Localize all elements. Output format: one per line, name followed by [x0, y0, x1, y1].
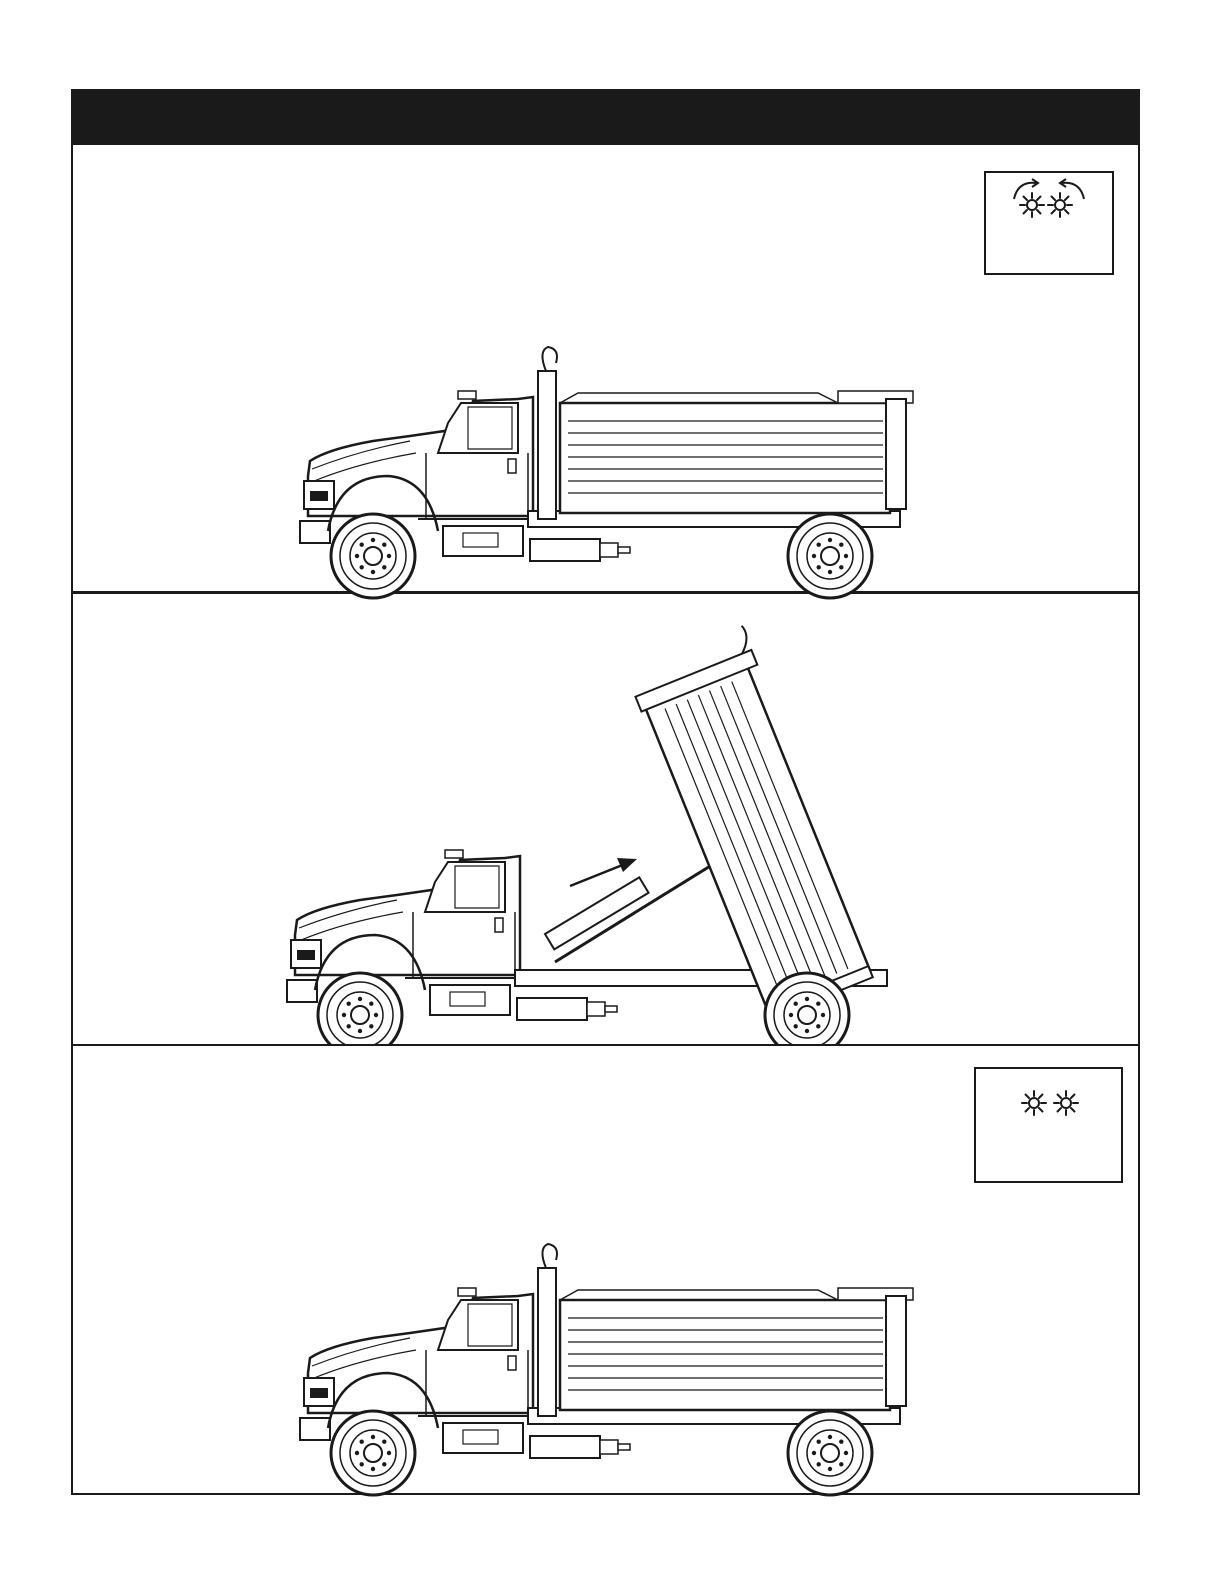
truck-body-lowered-final [298, 1238, 938, 1498]
instruction-frame [71, 89, 1140, 1495]
panel-pto-disengaged [73, 1046, 1138, 1493]
gears-stopped-icon [976, 1069, 1121, 1129]
header-bar [73, 91, 1138, 145]
panel-pto-engaged [73, 145, 1138, 594]
truck-body-lowered [298, 341, 938, 601]
gears-rotating-icon [986, 173, 1112, 233]
panel-body-raised [73, 594, 1138, 1046]
truck-body-raised [285, 604, 965, 1044]
pto-disengaged-indicator [974, 1067, 1123, 1183]
arrow-up-right-icon [570, 858, 637, 886]
pto-engaged-indicator [984, 171, 1114, 275]
